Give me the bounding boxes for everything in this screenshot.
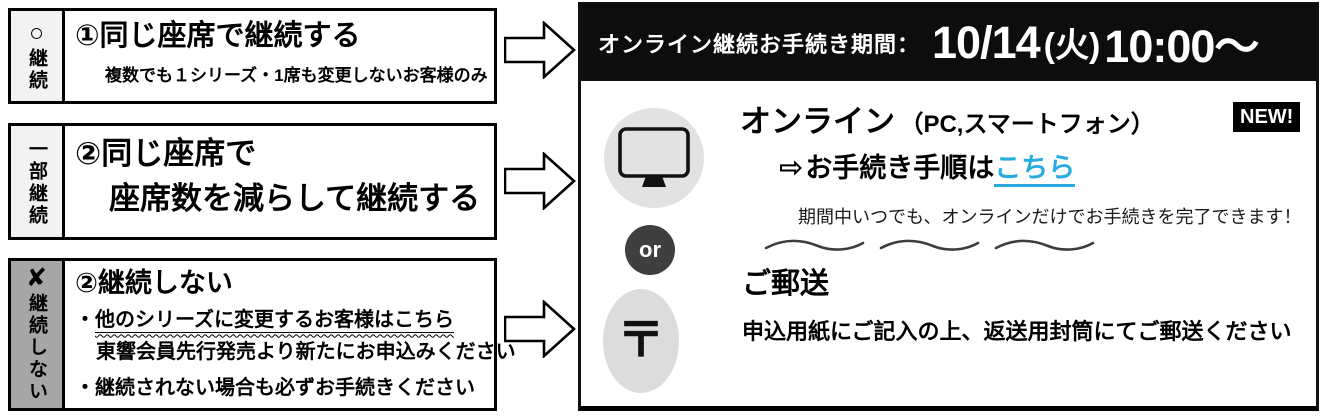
arrow-right-icon (504, 300, 576, 358)
bullet-marker: ・ (75, 309, 95, 332)
panel-header: オンライン継続お手続き期間： 10/14 (火) 10:00～ (581, 4, 1316, 81)
flow-box-continue: ○ 継続 ①同じ座席で継続する 複数でも１シリーズ・1席も変更しないお客様のみ (8, 8, 497, 104)
tag-no-continue-label: 継続しない (26, 293, 47, 403)
tag-continue: ○ 継続 (11, 11, 65, 101)
flow-box-no-continue-content: ②継続しない ・他のシリーズに変更するお客様はこちら 東響会員先行発売より新たに… (65, 261, 520, 408)
flow-box-partial-title-line2: 座席数を減らして継続する (109, 180, 481, 216)
flow-box-continue-note: 複数でも１シリーズ・1席も変更しないお客様のみ (105, 66, 488, 86)
online-note: 期間中いつでも、オンラインだけでお手続きを完了できます！ (798, 207, 1302, 227)
tag-no-continue: ✘ 継続しない (11, 261, 65, 408)
procedure-date: 10/14 (932, 16, 1041, 68)
tag-partial-continue: 一部継続 (11, 126, 65, 237)
flow-box-continue-content: ①同じ座席で継続する 複数でも１シリーズ・1席も変更しないお客様のみ (65, 11, 494, 101)
arrow-right-icon (504, 21, 576, 79)
mail-title: ご郵送 (742, 268, 830, 300)
bullet-change-series: ・他のシリーズに変更するお客様はこちら (75, 307, 516, 333)
procedure-panel: オンライン継続お手続き期間： 10/14 (火) 10:00～ or 〒 オンラ… (578, 2, 1319, 411)
arrow-right-icon (504, 152, 576, 210)
flow-box-partial-title-line1: ②同じ座席で (75, 136, 257, 171)
monitor-icon (618, 127, 690, 187)
procedure-weekday: (火) (1043, 27, 1101, 65)
or-badge: or (625, 225, 675, 275)
tag-continue-label: 継続 (26, 47, 47, 92)
flow-box-no-continue-title: ②継続しない (75, 268, 233, 298)
bullet-marker: ・ (75, 377, 95, 400)
online-title: オンライン (740, 104, 895, 139)
bullet-must-proceed: ・継続されない場合も必ずお手続きください (75, 375, 516, 401)
procedure-period-label: オンライン継続お手続き期間： (598, 31, 921, 57)
x-mark-icon: ✘ (26, 264, 47, 292)
flow-box-partial-content: ②同じ座席で 座席数を減らして継続する (65, 126, 494, 237)
procedure-steps-line: ⇨お手続き手順はこちら (779, 146, 1076, 187)
online-icon-circle (604, 108, 704, 208)
bullet-change-series-note: 東響会員先行発売より新たにお申込みください (96, 341, 516, 364)
procedure-steps-link[interactable]: こちら (994, 153, 1076, 187)
or-label: or (639, 237, 661, 262)
flow-box-continue-title: ①同じ座席で継続する (75, 20, 361, 52)
procedure-time: 10:00～ (1104, 21, 1259, 72)
online-heading: オンライン （PC,スマートフォン） (740, 96, 1155, 141)
mail-note: 申込用紙にご記入の上、返送用封筒にてご郵送ください (742, 319, 1292, 344)
flow-box-partial-continue: 一部継続 ②同じ座席で 座席数を減らして継続する (8, 123, 497, 240)
bullet-change-series-text: 他のシリーズに変更するお客様はこちら (95, 309, 454, 333)
open-arrow-icon: ⇨ (779, 152, 804, 184)
circle-mark-icon: ○ (28, 18, 45, 47)
procedure-steps-label: お手続き手順は (805, 153, 995, 183)
bullet-must-proceed-text: 継続されない場合も必ずお手続きください (95, 377, 475, 400)
flow-box-no-continue-bullets: ・他のシリーズに変更するお客様はこちら 東響会員先行発売より新たにお申込みくださ… (75, 307, 516, 401)
new-badge: NEW! (1233, 102, 1301, 132)
online-subtitle: （PC,スマートフォン） (899, 111, 1155, 138)
wave-divider-icon (764, 239, 1095, 251)
tag-partial-continue-label: 一部継続 (26, 138, 47, 227)
mail-icon-circle: 〒 (603, 289, 679, 393)
flow-box-no-continue: ✘ 継続しない ②継続しない ・他のシリーズに変更するお客様はこちら 東響会員先… (8, 258, 516, 411)
postal-mark-icon: 〒 (616, 314, 665, 367)
